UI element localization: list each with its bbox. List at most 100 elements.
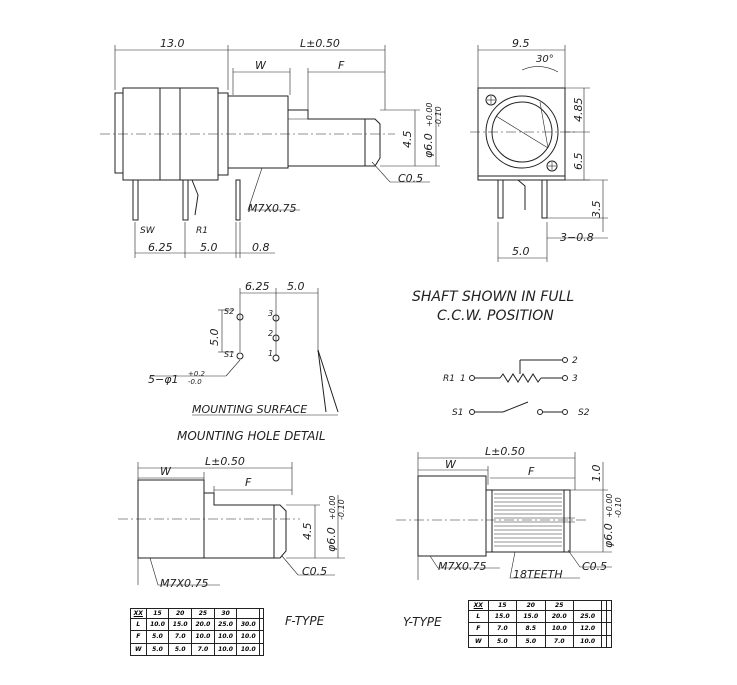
table-header-cell xyxy=(259,608,264,619)
table-cell xyxy=(259,617,264,632)
table-cell: 7.0 xyxy=(191,642,215,657)
y-dim-top: 1.0 xyxy=(590,465,603,483)
dim-pin-length: 3.5 xyxy=(590,201,603,219)
table-header-cell: 20 xyxy=(516,600,546,611)
note-line-1: SHAFT SHOWN IN FULL xyxy=(412,289,574,305)
y-dim-w: W xyxy=(445,458,457,471)
table-cell: 15.0 xyxy=(487,609,518,624)
table-header-cell: 15 xyxy=(145,608,170,619)
label-sw: SW xyxy=(140,226,156,236)
dim-w: W xyxy=(255,59,267,72)
table-cell: L xyxy=(468,609,489,624)
dim-chamfer: C0.5 xyxy=(398,172,423,185)
table-cell: 10.0 xyxy=(213,642,238,657)
dim-lower: 6.5 xyxy=(572,153,585,171)
f-dim-w: W xyxy=(160,465,172,478)
dim-side-width: 9.5 xyxy=(512,37,530,50)
table-cell: W xyxy=(130,642,147,657)
table-cell: 7.0 xyxy=(168,630,193,644)
top-view: 13.0 L±0.50 W F 4.5 φ6.0 +0.00 xyxy=(100,37,443,258)
pin-s2: S2 xyxy=(224,307,234,316)
pin-3: 3 xyxy=(268,309,273,318)
dim-shaft-tol-plus: +0.00 xyxy=(425,102,434,127)
f-type-label: F-TYPE xyxy=(285,614,325,628)
dim-pitch-2: 5.0 xyxy=(200,241,218,254)
dim-shaft-diameter: φ6.0 xyxy=(422,133,435,158)
table-cell: 15.0 xyxy=(516,609,546,624)
table-cell: L xyxy=(130,617,147,632)
y-dim-shaft-diameter: φ6.0 xyxy=(602,523,615,548)
table-cell xyxy=(606,609,612,624)
table-header-cell: XX xyxy=(130,608,147,619)
dim-mount-x1: 6.25 xyxy=(245,280,270,293)
table-cell: 7.0 xyxy=(487,622,518,636)
table-cell: 15.0 xyxy=(168,617,193,632)
table-cell: 5.0 xyxy=(516,634,546,649)
table-header-cell: 30 xyxy=(213,608,238,619)
table-header-cell xyxy=(236,608,261,619)
table-cell: 20.0 xyxy=(544,609,574,624)
schematic-s2: S2 xyxy=(578,408,590,418)
f-dim-thread: M7X0.75 xyxy=(160,577,209,590)
f-dim-tol-plus: +0.00 xyxy=(328,495,337,520)
mounting-surface-label: MOUNTING SURFACE xyxy=(192,403,307,416)
dim-pin-pitch: 3−0.8 xyxy=(560,231,594,244)
dim-flat-depth: 4.5 xyxy=(401,131,414,149)
schematic-r1: R1 xyxy=(443,374,455,384)
f-dim-flat-depth: 4.5 xyxy=(301,523,314,541)
table-cell: 10.0 xyxy=(544,622,574,636)
dim-pitch-3: 0.8 xyxy=(252,241,270,254)
f-dim-f: F xyxy=(245,476,252,489)
table-cell: 30.0 xyxy=(236,617,261,632)
pin-1: 1 xyxy=(268,349,273,358)
table-header-cell: XX xyxy=(468,600,489,611)
table-cell: F xyxy=(130,630,147,644)
table-cell xyxy=(606,622,612,636)
f-dim-chamfer: C0.5 xyxy=(302,565,327,578)
f-dim-tol-minus: -0.10 xyxy=(337,499,346,520)
table-cell: 12.0 xyxy=(572,622,603,636)
y-dim-tol-minus: -0.10 xyxy=(614,497,623,518)
pin-2: 2 xyxy=(268,329,273,338)
table-cell: 8.5 xyxy=(516,622,546,636)
schematic-node-2: 2 xyxy=(572,356,578,366)
table-cell: F xyxy=(468,622,489,636)
y-type-label: Y-TYPE xyxy=(403,615,442,629)
table-cell: 10.0 xyxy=(213,630,238,644)
table-cell: 10.0 xyxy=(236,630,261,644)
shaft-note: SHAFT SHOWN IN FULL C.C.W. POSITION xyxy=(412,289,574,324)
table-cell: 20.0 xyxy=(191,617,215,632)
table-header-cell: 25 xyxy=(544,600,574,611)
mounting-detail-label: MOUNTING HOLE DETAIL xyxy=(177,429,326,443)
table-cell: 5.0 xyxy=(168,642,193,657)
table-cell: 10.0 xyxy=(572,634,603,649)
table-header-cell: 25 xyxy=(191,608,215,619)
y-dim-tol-plus: +0.00 xyxy=(605,493,614,518)
schematic: R1 1 3 2 S1 S2 xyxy=(443,356,590,418)
dim-angle: 30° xyxy=(536,54,554,65)
table-cell xyxy=(259,630,264,644)
table-cell xyxy=(259,642,264,657)
dim-hole-tol-minus: -0.0 xyxy=(188,378,202,386)
table-header-cell xyxy=(606,600,612,611)
dim-body-length: 13.0 xyxy=(160,37,185,50)
dim-upper: 4.85 xyxy=(572,98,585,123)
f-type-view: L±0.50 W F 4.5 φ6.0 +0.00 -0.10 C0.5 M7X… xyxy=(118,455,346,590)
dim-pin-spacing: 5.0 xyxy=(512,245,530,258)
table-cell: W xyxy=(468,634,489,649)
table-header-cell: 15 xyxy=(487,600,518,611)
table-cell: 25.0 xyxy=(213,617,238,632)
y-dim-chamfer: C0.5 xyxy=(582,560,607,573)
